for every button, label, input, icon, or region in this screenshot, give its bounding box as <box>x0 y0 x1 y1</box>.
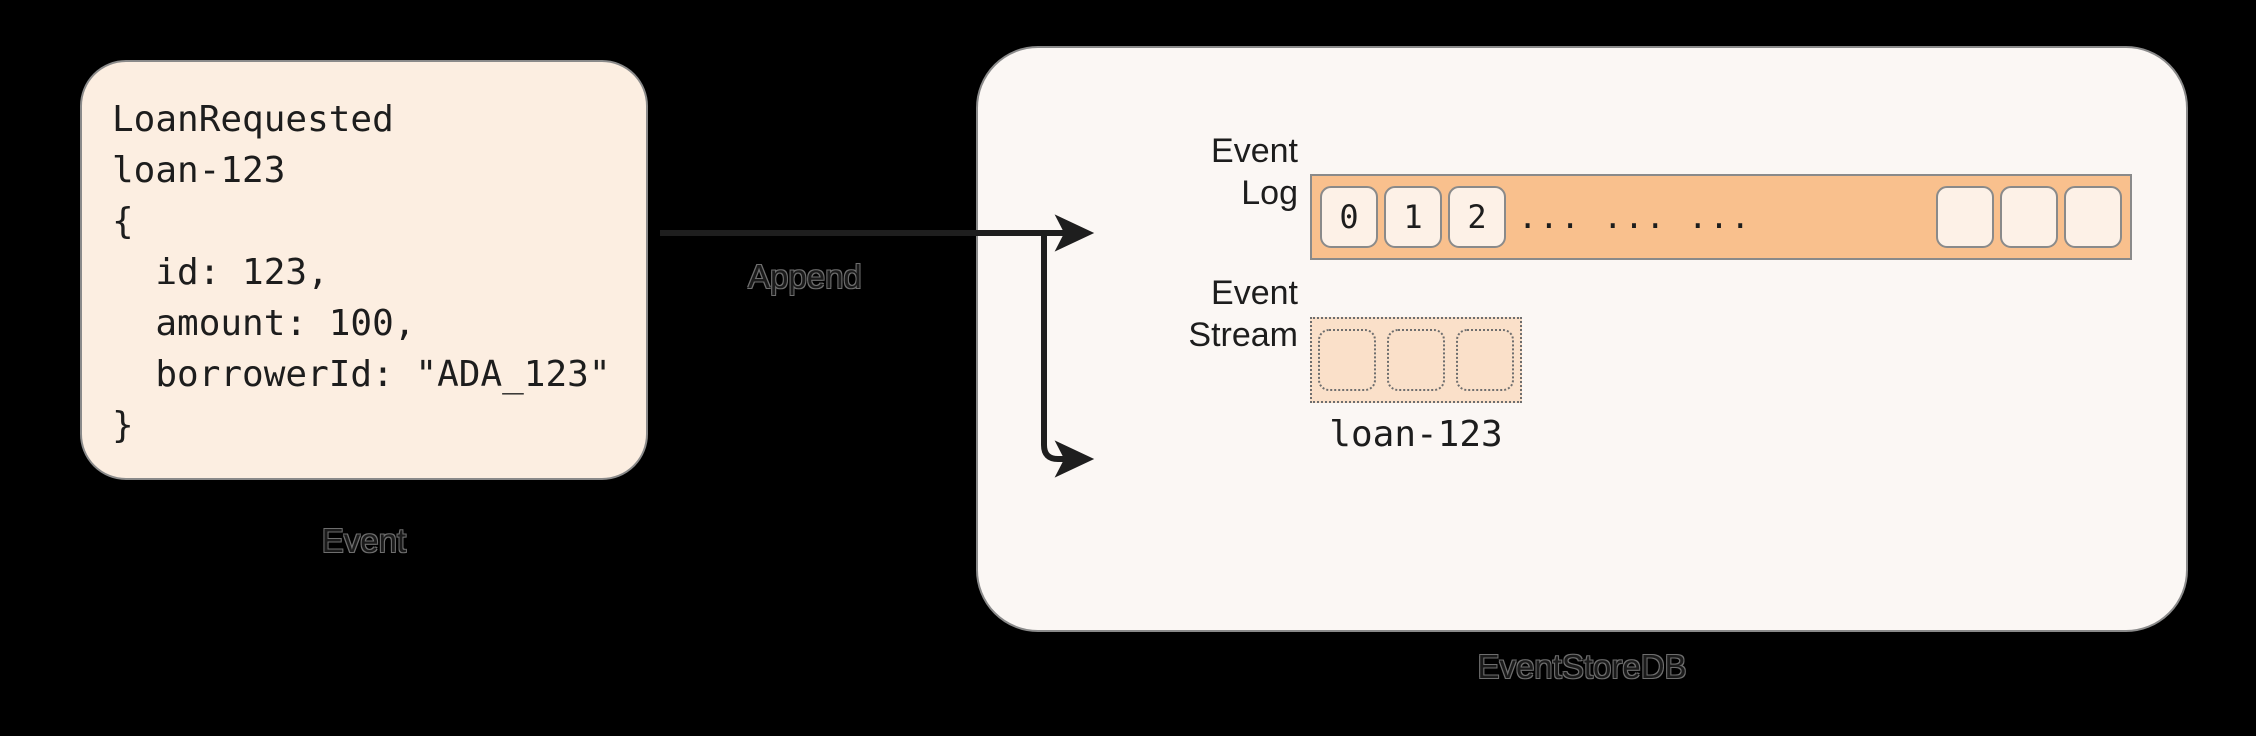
event-log-label: Event Log <box>1211 132 1298 212</box>
event-log-cell-empty <box>2000 186 2058 248</box>
event-stream-label: Event Stream <box>1188 274 1298 354</box>
event-log-cell-empty <box>2064 186 2122 248</box>
event-stream-cell <box>1318 329 1376 391</box>
event-stream-box <box>1310 317 1522 403</box>
event-log-ellipsis: ... ... ... <box>1518 198 1752 236</box>
event-payload-code: LoanRequested loan-123 { id: 123, amount… <box>112 99 611 446</box>
eventstoredb-card <box>976 46 2188 632</box>
event-stream-name: loan-123 <box>1329 414 1503 455</box>
event-stream-cell <box>1456 329 1514 391</box>
event-log-cell: 2 <box>1448 186 1506 248</box>
event-card: LoanRequested loan-123 { id: 123, amount… <box>80 60 648 480</box>
event-log-cell: 1 <box>1384 186 1442 248</box>
event-card-caption: Event <box>321 522 407 559</box>
event-log-cell: 0 <box>1320 186 1378 248</box>
append-arrow-label: Append <box>748 258 862 295</box>
event-log-bar: 0 1 2 ... ... ... <box>1310 174 2132 260</box>
eventstoredb-caption: EventStoreDB <box>1477 648 1687 685</box>
event-log-cell-empty <box>1936 186 1994 248</box>
event-stream-cell <box>1387 329 1445 391</box>
